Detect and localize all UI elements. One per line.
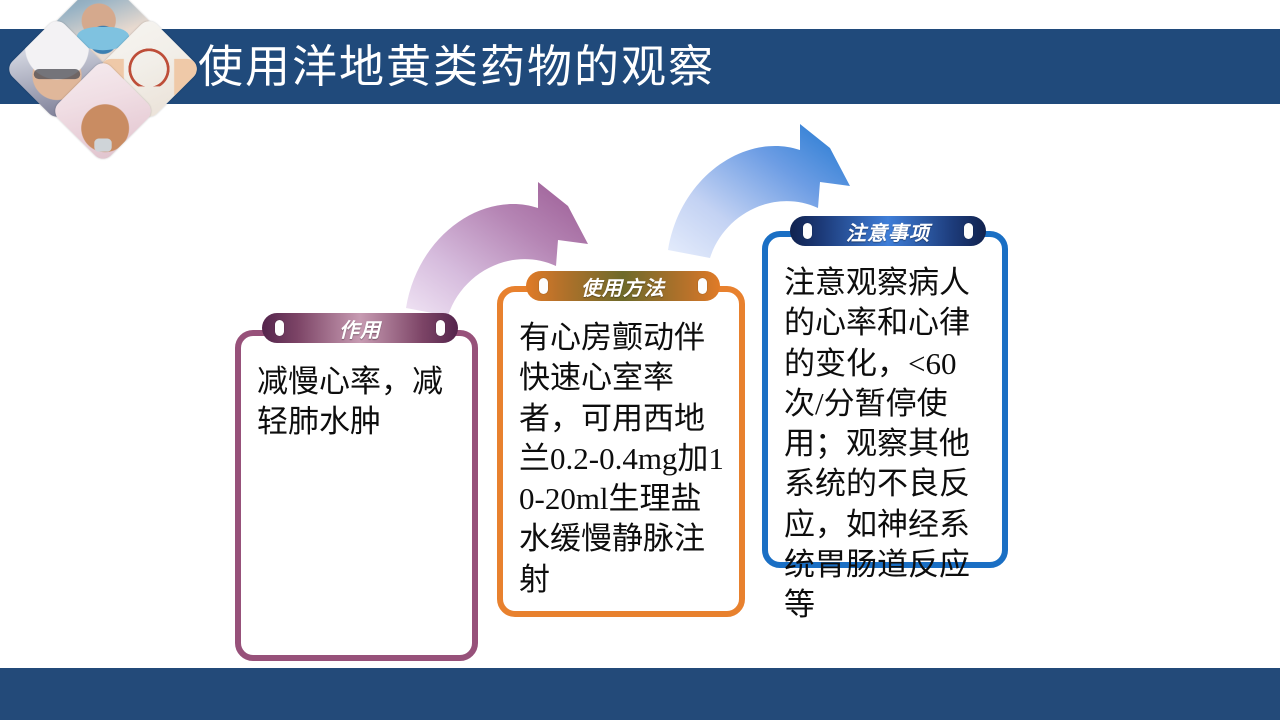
card-caution-header-pill: 注意事项 bbox=[790, 216, 986, 246]
screw-right-icon bbox=[698, 278, 707, 294]
card-effect-header-label: 作用 bbox=[339, 319, 381, 342]
arrow-effect-to-usage bbox=[406, 182, 588, 316]
photo-cluster bbox=[4, 0, 202, 164]
card-caution-header-label: 注意事项 bbox=[846, 222, 930, 245]
screw-right-icon bbox=[964, 223, 973, 239]
card-usage-header-pill: 使用方法 bbox=[526, 271, 720, 301]
card-caution-body: 注意观察病人的心率和心律的变化，<60次/分暂停使用；观察其他系统的不良反应，如… bbox=[784, 265, 970, 623]
screw-left-icon bbox=[539, 278, 548, 294]
card-effect[interactable]: 减慢心率，减轻肺水肿 bbox=[235, 330, 478, 661]
arrow-usage-to-caution bbox=[668, 124, 850, 258]
header-band bbox=[0, 29, 1280, 104]
footer-band bbox=[0, 668, 1280, 720]
page-title: 使用洋地黄类药物的观察 bbox=[198, 42, 716, 92]
card-usage[interactable]: 有心房颤动伴快速心室率者，可用西地兰0.2-0.4mg加10-20ml生理盐水缓… bbox=[497, 286, 745, 617]
card-usage-body: 有心房颤动伴快速心室率者，可用西地兰0.2-0.4mg加10-20ml生理盐水缓… bbox=[519, 320, 724, 597]
card-usage-header-label: 使用方法 bbox=[581, 277, 665, 300]
card-caution[interactable]: 注意观察病人的心率和心律的变化，<60次/分暂停使用；观察其他系统的不良反应，如… bbox=[762, 231, 1008, 622]
screw-left-icon bbox=[275, 320, 284, 336]
screw-left-icon bbox=[803, 223, 812, 239]
card-effect-header-pill: 作用 bbox=[262, 313, 458, 343]
screw-right-icon bbox=[436, 320, 445, 336]
card-effect-body: 减慢心率，减轻肺水肿 bbox=[257, 364, 443, 440]
